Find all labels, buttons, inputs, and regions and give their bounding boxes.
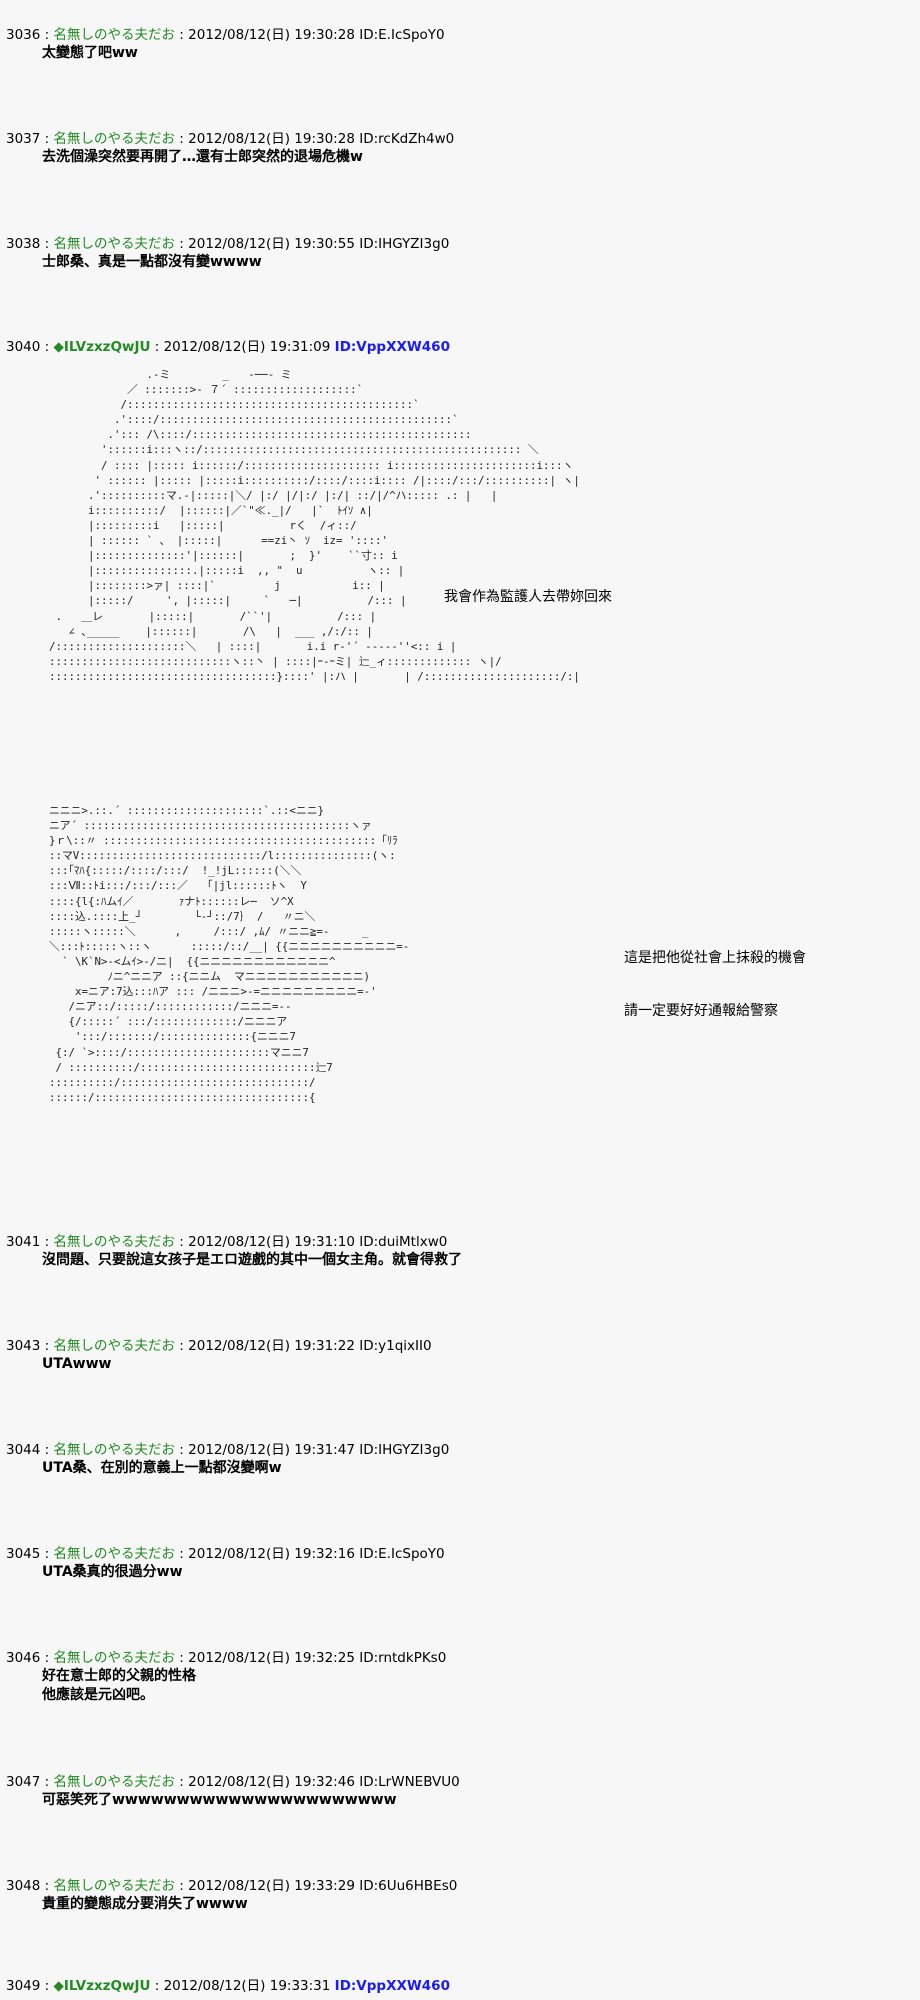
post-3045: 3045 : 名無しのやる夫だお : 2012/08/12(日) 19:32:1… (6, 1545, 906, 1582)
poster-name[interactable]: 名無しのやる夫だお (53, 1338, 176, 1354)
dialogue-text-2: 這是把他從社會上抹殺的機會 (624, 950, 806, 966)
poster-id: ID:IHGYZI3g0 (359, 236, 450, 252)
post-body: UTA桑真的很過分ww (42, 1564, 183, 1580)
post-body: UTA桑、在別的意義上一點都沒變啊w (42, 1460, 282, 1476)
post-body-line-2: 他應該是元凶吧。 (42, 1687, 154, 1703)
post-body: UTAwww (42, 1356, 112, 1372)
poster-trip[interactable]: ◆ILVzxzQwJU (53, 339, 151, 355)
post-body: 可惡笑死了wwwwwwwwwwwwwwwwwwwwww (42, 1792, 397, 1808)
poster-name[interactable]: 名無しのやる夫だお (53, 1546, 176, 1562)
post-header: 3047 : 名無しのやる夫だお : 2012/08/12(日) 19:32:4… (6, 1774, 460, 1790)
post-3047: 3047 : 名無しのやる夫だお : 2012/08/12(日) 19:32:4… (6, 1773, 906, 1810)
post-header: 3044 : 名無しのやる夫だお : 2012/08/12(日) 19:31:4… (6, 1442, 450, 1458)
post-header: 3040 : ◆ILVzxzQwJU : 2012/08/12(日) 19:31… (6, 339, 450, 355)
poster-trip[interactable]: ◆ILVzxzQwJU (53, 1978, 151, 1994)
post-body: 貴重的變態成分要消失了wwww (42, 1896, 248, 1912)
post-3041: 3041 : 名無しのやる夫だお : 2012/08/12(日) 19:31:1… (6, 1233, 906, 1270)
poster-id: ID:LrWNEBVU0 (359, 1774, 460, 1790)
poster-name[interactable]: 名無しのやる夫だお (53, 131, 176, 147)
post-body: 太變態了吧ww (42, 45, 138, 61)
post-body: 士郎桑、真是一點都沒有變wwww (42, 254, 262, 270)
poster-name[interactable]: 名無しのやる夫だお (53, 1878, 176, 1894)
poster-id: ID:VppXXW460 (334, 1978, 450, 1994)
poster-name[interactable]: 名無しのやる夫だお (53, 1442, 176, 1458)
post-body-line-1: 好在意士郎的父親的性格 (42, 1668, 196, 1684)
post-3049: 3049 : ◆ILVzxzQwJU : 2012/08/12(日) 19:33… (6, 1977, 906, 1995)
post-3040: 3040 : ◆ILVzxzQwJU : 2012/08/12(日) 19:31… (6, 338, 906, 356)
post-3048: 3048 : 名無しのやる夫だお : 2012/08/12(日) 19:33:2… (6, 1877, 906, 1914)
post-3038: 3038 : 名無しのやる夫だお : 2012/08/12(日) 19:30:5… (6, 235, 906, 272)
poster-id: ID:IHGYZI3g0 (359, 1442, 450, 1458)
poster-id: ID:E.IcSpoY0 (359, 1546, 445, 1562)
post-header: 3038 : 名無しのやる夫だお : 2012/08/12(日) 19:30:5… (6, 236, 450, 252)
poster-name[interactable]: 名無しのやる夫だお (53, 1650, 176, 1666)
poster-id: ID:rntdkPKs0 (359, 1650, 447, 1666)
post-header: 3036 : 名無しのやる夫だお : 2012/08/12(日) 19:30:2… (6, 27, 445, 43)
post-3037: 3037 : 名無しのやる夫だお : 2012/08/12(日) 19:30:2… (6, 130, 906, 167)
post-header: 3043 : 名無しのやる夫だお : 2012/08/12(日) 19:31:2… (6, 1338, 432, 1354)
post-body: 沒問題、只要說這女孩子是エロ遊戲的其中一個女主角。就會得救了 (42, 1252, 462, 1268)
poster-name[interactable]: 名無しのやる夫だお (53, 27, 176, 43)
post-header: 3049 : ◆ILVzxzQwJU : 2012/08/12(日) 19:33… (6, 1978, 450, 1994)
post-body: 去洗個澡突然要再開了…還有士郎突然的退場危機w (42, 149, 363, 165)
poster-id: ID:duiMtlxw0 (359, 1234, 448, 1250)
post-3046: 3046 : 名無しのやる夫だお : 2012/08/12(日) 19:32:2… (6, 1649, 906, 1705)
poster-id: ID:y1qixII0 (359, 1338, 432, 1354)
poster-id: ID:VppXXW460 (334, 339, 450, 355)
ascii-art-2: ニニニ>.::.´ :::::::::::::::::::::`.::<ニニ} … (49, 804, 410, 1104)
dialogue-text-1: 我會作為監護人去帶妳回來 (444, 589, 612, 605)
post-header: 3041 : 名無しのやる夫だお : 2012/08/12(日) 19:31:1… (6, 1234, 448, 1250)
post-header: 3037 : 名無しのやる夫だお : 2012/08/12(日) 19:30:2… (6, 131, 455, 147)
poster-name[interactable]: 名無しのやる夫だお (53, 236, 176, 252)
post-header: 3048 : 名無しのやる夫だお : 2012/08/12(日) 19:33:2… (6, 1878, 458, 1894)
post-3043: 3043 : 名無しのやる夫だお : 2012/08/12(日) 19:31:2… (6, 1337, 906, 1374)
poster-name[interactable]: 名無しのやる夫だお (53, 1774, 176, 1790)
poster-id: ID:6Uu6HBEs0 (359, 1878, 458, 1894)
dialogue-text-3: 請一定要好好通報給警察 (624, 1003, 778, 1019)
post-3044: 3044 : 名無しのやる夫だお : 2012/08/12(日) 19:31:4… (6, 1441, 906, 1478)
ascii-art-1: .-ミ _ -──- ミ ／ :::::::>- ７´ ::::::::::::… (49, 368, 580, 683)
post-header: 3045 : 名無しのやる夫だお : 2012/08/12(日) 19:32:1… (6, 1546, 445, 1562)
post-3036: 3036 : 名無しのやる夫だお : 2012/08/12(日) 19:30:2… (6, 26, 906, 63)
poster-id: ID:rcKdZh4w0 (359, 131, 455, 147)
post-header: 3046 : 名無しのやる夫だお : 2012/08/12(日) 19:32:2… (6, 1650, 447, 1666)
poster-name[interactable]: 名無しのやる夫だお (53, 1234, 176, 1250)
poster-id: ID:E.IcSpoY0 (359, 27, 445, 43)
